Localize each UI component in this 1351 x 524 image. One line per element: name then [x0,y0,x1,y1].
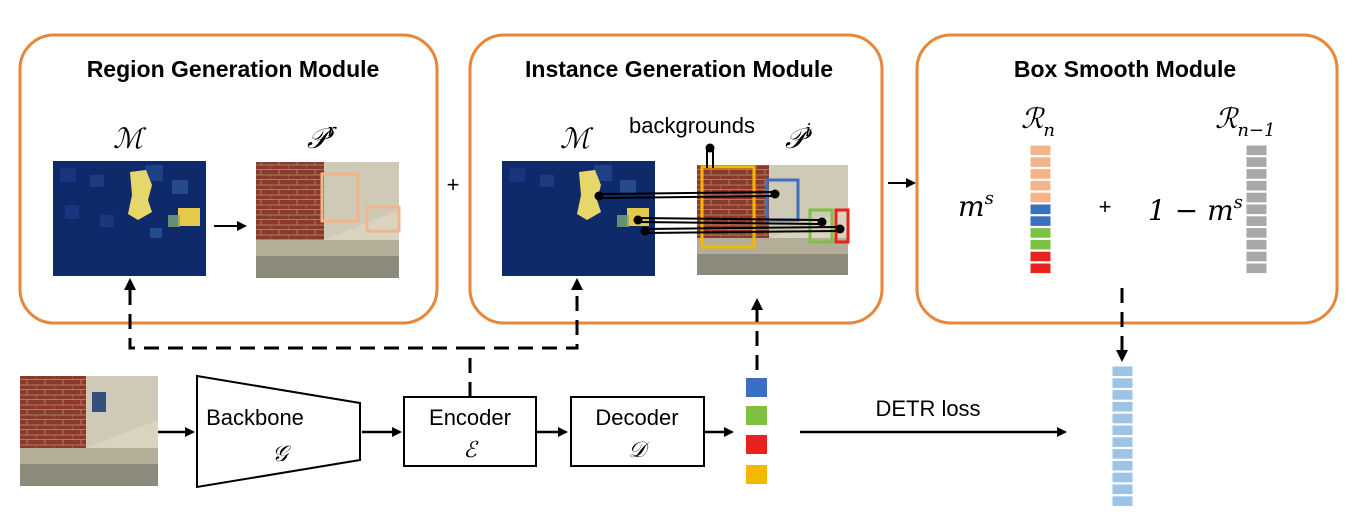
rn-cell [1029,144,1052,157]
rn-cell [1029,156,1052,168]
smooth-module-title: Box Smooth Module [1014,56,1236,82]
correspondence-lines [594,189,845,236]
query-yellow [746,465,767,484]
instance-feedback-arrowhead [571,278,583,290]
query-stack [746,378,767,484]
region-proposal-label: 𝒫r [307,120,337,155]
output-cell [1111,424,1134,437]
region-module-box [18,33,439,325]
rn1-cell [1245,250,1268,263]
rn1-cell [1245,215,1268,227]
plus-between-modules: + [447,172,460,197]
encoder-symbol: ℰ [463,438,479,463]
output-cell [1111,471,1134,484]
rn-label: ℛn [1021,102,1055,141]
query-green [746,406,767,425]
rn-cell [1029,262,1052,275]
detr-loss-label: DETR loss [875,396,980,421]
output-cell [1111,448,1134,460]
output-stack [1111,365,1134,507]
output-cell [1111,459,1134,472]
rn1-cell [1245,203,1268,216]
output-cell [1111,389,1134,401]
instance-proposal-image [697,165,850,275]
input-image [20,376,158,486]
output-cell [1111,495,1134,507]
instance-module-title: Instance Generation Module [525,56,833,82]
region-attention-map [53,161,206,276]
ms-label: ms [958,188,994,223]
backbone-label: Backbone [206,405,304,430]
region-proposal-image [256,162,401,278]
rn1-cell [1245,227,1268,239]
encoder-label: Encoder [429,405,511,430]
smooth-plus: + [1099,194,1112,219]
rn-cell [1029,191,1052,204]
backgrounds-connector [705,143,715,168]
region-feedback-arrowhead [124,278,136,290]
dashed-connectors [128,288,1124,397]
rn-cell [1029,168,1052,180]
instance-module-box [468,33,884,325]
region-map-label: ℳ [113,122,147,155]
rn1-cell [1245,156,1268,168]
output-cell [1111,365,1134,378]
backbone-block [196,374,361,489]
rn1-stack [1245,144,1268,275]
encoder-block [403,396,537,467]
output-cell [1111,400,1134,413]
instance-attention-map [502,161,655,276]
rn1-cell [1245,179,1268,192]
rn1-cell [1245,238,1268,251]
instance-map-label: ℳ [560,122,594,155]
rn-cell [1029,250,1052,263]
backbone-symbol: 𝒢 [272,442,291,467]
decoder-label: Decoder [595,405,678,430]
output-cell [1111,377,1134,389]
rn-cell [1029,227,1052,239]
output-cell [1111,412,1134,425]
rn-cell [1029,179,1052,192]
region-module-title: Region Generation Module [87,56,380,82]
decoder-symbol: 𝒟 [628,438,650,463]
smooth-module-box [915,33,1339,325]
rn1-cell [1245,168,1268,180]
rn-cell [1029,215,1052,227]
output-arrowhead [1116,350,1128,362]
rn-cell [1029,203,1052,216]
rn-stack [1029,144,1052,275]
encoder-to-region-dashed [128,290,472,397]
output-cell [1111,483,1134,496]
backgrounds-label: backgrounds [629,113,755,138]
rn1-label: ℛn−1 [1215,102,1275,141]
rn1-cell [1245,191,1268,204]
query-blue [746,378,767,397]
one-minus-ms-label: 1 − ms [1148,192,1243,227]
rn1-cell [1245,262,1268,275]
rn1-cell [1245,144,1268,157]
instance-proposal-label: 𝒫i [785,120,813,155]
output-cell [1111,436,1134,448]
encoder-to-instance-dashed [470,290,579,350]
query-feedback-arrowhead [751,298,763,310]
query-red [746,435,767,454]
rn-cell [1029,238,1052,251]
